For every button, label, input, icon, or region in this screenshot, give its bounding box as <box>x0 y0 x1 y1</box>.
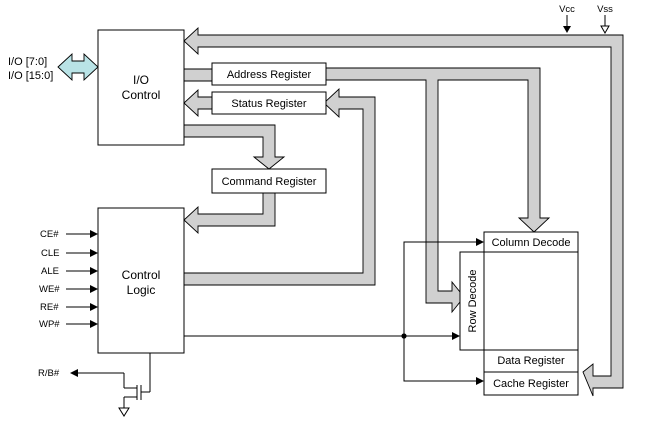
ground-symbol <box>118 407 130 417</box>
cache-register-box <box>483 371 579 396</box>
command-register-label: Command Register <box>222 176 317 188</box>
control-to-status-bus <box>183 87 376 286</box>
io-control-block <box>97 29 185 146</box>
row-decode-arrowhead <box>452 332 460 340</box>
control-input-cle: CLE <box>41 248 59 259</box>
vcc-pin <box>563 15 571 33</box>
address-register-label: Address Register <box>227 69 312 81</box>
column-decode-label: Column Decode <box>492 237 571 249</box>
ready-busy-label: R/B# <box>38 368 60 379</box>
control-input-wp: WP# <box>39 319 60 330</box>
command-register <box>211 168 327 194</box>
column-decode-arrowhead <box>476 238 484 246</box>
status-register <box>211 91 327 115</box>
control-input-ale: ALE <box>41 266 59 277</box>
control-logic-title-line2: Logic <box>127 283 156 297</box>
control-input-arrows <box>66 230 98 328</box>
io-external-bus <box>57 52 99 82</box>
cache-register-arrowhead <box>476 377 484 385</box>
command-to-control-bus <box>183 192 276 235</box>
control-logic-block <box>97 207 185 354</box>
io-label-8bit: I/O [7:0] <box>8 56 47 68</box>
address-to-decode-bus <box>325 67 551 314</box>
data-register-label: Data Register <box>497 355 565 367</box>
control-to-column-wire <box>403 241 478 336</box>
cache-register-label: Cache Register <box>493 378 569 390</box>
control-to-cache-wire <box>403 336 478 382</box>
address-register <box>211 62 327 86</box>
control-input-re: RE# <box>40 302 59 313</box>
ready-busy-output <box>70 353 151 417</box>
memory-array <box>483 231 579 396</box>
control-logic-title-line1: Control <box>122 268 161 282</box>
status-to-io-bus <box>183 88 213 118</box>
vss-label: Vss <box>597 4 613 15</box>
io-to-command-bus <box>183 124 286 170</box>
status-register-label: Status Register <box>231 98 307 110</box>
row-decode-box <box>459 251 485 351</box>
vss-pin <box>600 15 610 35</box>
row-decode-label: Row Decode <box>467 270 479 333</box>
address-bus <box>183 68 213 82</box>
io-control-title-line1: I/O <box>133 73 149 87</box>
control-input-ce: CE# <box>40 229 59 240</box>
io-control-title-line2: Control <box>122 88 161 102</box>
vcc-label: Vcc <box>559 4 575 15</box>
io-label-16bit: I/O [15:0] <box>8 70 53 82</box>
control-input-we: WE# <box>39 284 60 295</box>
